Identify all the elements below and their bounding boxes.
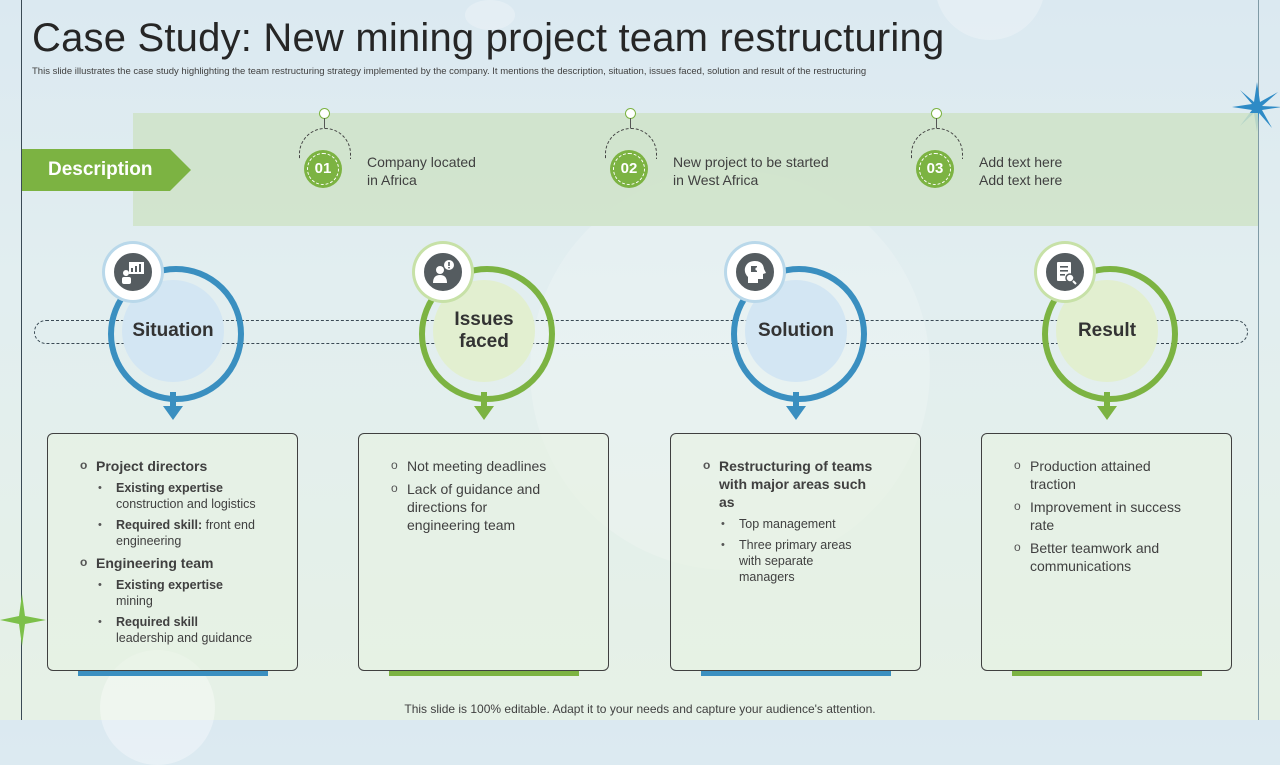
list-item: Project directors <box>48 456 297 475</box>
background-circle <box>935 0 1045 40</box>
result-card: Production attained traction Improvement… <box>981 433 1232 671</box>
right-border-line <box>1258 0 1259 720</box>
pin-line <box>324 118 325 128</box>
list-item: Required skill: front end engineering <box>48 517 297 549</box>
card-accent-bar <box>389 671 579 676</box>
card-accent-bar <box>1012 671 1202 676</box>
issues-card: Not meeting deadlines Lack of guidance a… <box>358 433 609 671</box>
list-item: Engineering team <box>48 553 297 572</box>
down-arrow-icon <box>474 392 494 420</box>
pin-line <box>630 118 631 128</box>
description-label: Description <box>48 159 153 180</box>
list-item: Lack of guidance and directions for engi… <box>359 479 557 534</box>
stage-icon-badge <box>415 244 471 300</box>
list-item: Three primary areas with separate manage… <box>671 537 869 585</box>
down-arrow-icon <box>786 392 806 420</box>
step-number: 03 <box>919 153 951 185</box>
situation-card: Project directors Existing expertisecons… <box>47 433 298 671</box>
green-star-decoration <box>0 594 46 646</box>
description-tag: Description <box>22 149 191 191</box>
list-item: Better teamwork and communications <box>982 538 1180 575</box>
checklist-icon <box>1057 262 1077 285</box>
left-border-line <box>21 0 22 720</box>
stage-icon-badge <box>1037 244 1093 300</box>
stage-label: Solution <box>758 320 834 341</box>
card-accent-bar <box>701 671 891 676</box>
stage-icon-badge <box>105 244 161 300</box>
background-circle <box>465 0 515 30</box>
stage-label: Situation <box>132 320 214 341</box>
head-puzzle-icon <box>744 261 766 283</box>
footer-note: This slide is 100% editable. Adapt it to… <box>404 702 876 716</box>
list-item: Top management <box>671 516 920 532</box>
list-item: Not meeting deadlines <box>359 456 608 475</box>
step-number-badge: 03 <box>916 150 954 188</box>
list-item: Production attained traction <box>982 456 1160 493</box>
step-number-badge: 01 <box>304 150 342 188</box>
blue-star-decoration <box>1232 82 1280 132</box>
timeline-track <box>34 320 1248 344</box>
solution-card: Restructuring of teams with major areas … <box>670 433 921 671</box>
step-number: 01 <box>307 153 339 185</box>
pin-line <box>936 118 937 128</box>
down-arrow-icon <box>163 392 183 420</box>
page-subtitle: This slide illustrates the case study hi… <box>32 66 867 77</box>
person-alert-icon <box>433 260 454 283</box>
step-number-badge: 02 <box>610 150 648 188</box>
step-number: 02 <box>613 153 645 185</box>
presentation-icon <box>122 262 144 284</box>
list-item: Improvement in success rate <box>982 497 1190 534</box>
list-item: Restructuring of teams with major areas … <box>671 456 879 511</box>
stage-label: Result <box>1077 320 1137 341</box>
down-arrow-icon <box>1097 392 1117 420</box>
stage-icon-badge <box>727 244 783 300</box>
card-accent-bar <box>78 671 268 676</box>
page-title: Case Study: New mining project team rest… <box>32 16 945 60</box>
